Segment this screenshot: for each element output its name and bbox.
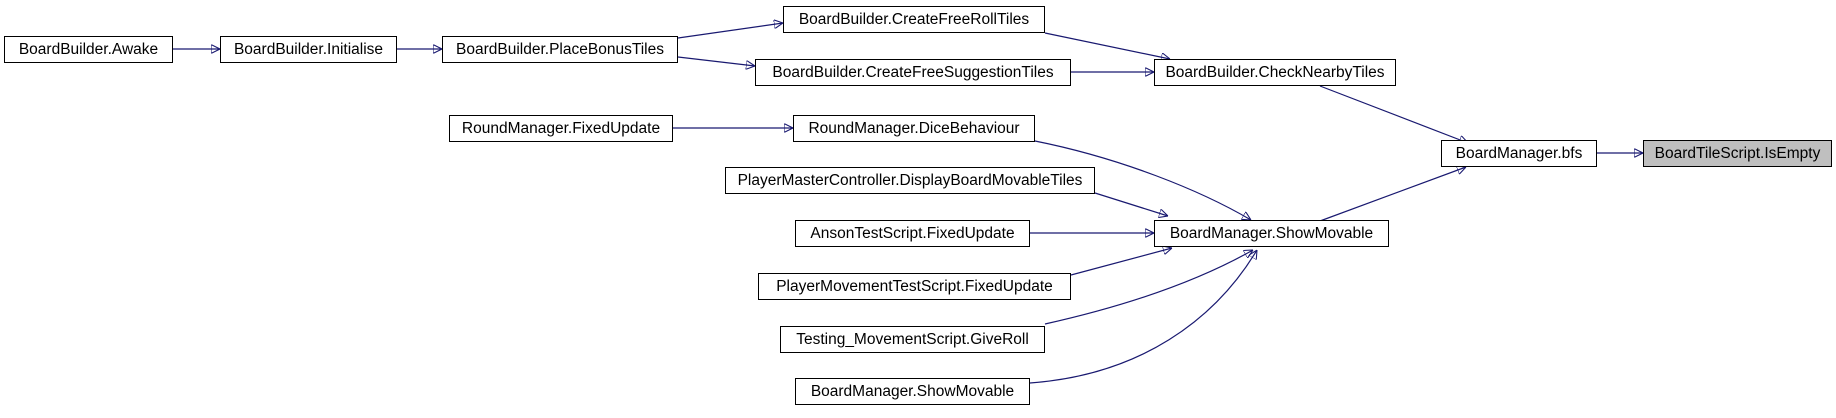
edge-playermovement-showmovable — [1070, 248, 1172, 276]
node-boardbuilder-awake[interactable]: BoardBuilder.Awake — [4, 36, 173, 63]
edge-freeroll-checknearby — [1044, 32, 1170, 59]
node-roundmanager-dicebehaviour[interactable]: RoundManager.DiceBehaviour — [793, 115, 1035, 142]
edge-showmovablecaller-showmovable — [1029, 250, 1257, 384]
edge-checknearby-bfs — [1319, 85, 1468, 143]
node-boardmanager-showmovable[interactable]: BoardManager.ShowMovable — [1154, 220, 1389, 247]
edge-playermaster-showmovable — [1094, 192, 1168, 216]
edge-placebonus-freeroll — [677, 23, 783, 39]
node-boardbuilder-createfreerolltiles[interactable]: BoardBuilder.CreateFreeRollTiles — [783, 6, 1045, 33]
node-boardmanager-bfs[interactable]: BoardManager.bfs — [1441, 140, 1597, 167]
node-boardbuilder-checknearbytiles[interactable]: BoardBuilder.CheckNearbyTiles — [1154, 59, 1396, 86]
node-ansontestscript-fixedupdate[interactable]: AnsonTestScript.FixedUpdate — [795, 220, 1030, 247]
edge-testingmovement-showmovable — [1044, 250, 1253, 325]
node-boardtilescript-isempty: BoardTileScript.IsEmpty — [1643, 140, 1832, 167]
node-roundmanager-fixedupdate[interactable]: RoundManager.FixedUpdate — [449, 115, 673, 142]
node-playermovementtestscript-fixedupdate[interactable]: PlayerMovementTestScript.FixedUpdate — [758, 273, 1071, 300]
node-boardmanager-showmovable-caller[interactable]: BoardManager.ShowMovable — [795, 378, 1030, 405]
node-testing-movementscript-giveroll[interactable]: Testing_MovementScript.GiveRoll — [780, 326, 1045, 353]
edge-showmovable-bfs — [1319, 167, 1466, 222]
edge-dice-showmovable — [1034, 140, 1251, 220]
edge-placebonus-freesuggestion — [677, 56, 755, 66]
node-boardbuilder-createfreesuggestiontiles[interactable]: BoardBuilder.CreateFreeSuggestionTiles — [755, 59, 1071, 86]
node-boardbuilder-placebonustiles[interactable]: BoardBuilder.PlaceBonusTiles — [442, 36, 678, 63]
node-boardbuilder-initialise[interactable]: BoardBuilder.Initialise — [220, 36, 397, 63]
node-playermastercontroller-displayboardmovabletiles[interactable]: PlayerMasterController.DisplayBoardMovab… — [725, 167, 1095, 194]
